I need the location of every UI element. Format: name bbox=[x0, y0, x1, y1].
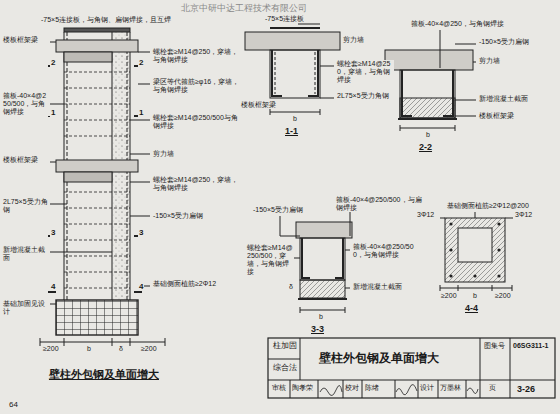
rebar-note: 3Φ12 bbox=[416, 211, 435, 219]
rebar-note: 基础侧面植筋≥2Φ12@200 bbox=[446, 202, 530, 210]
note: 螺栓套≥M14@250/500与角钢焊接 bbox=[152, 114, 242, 130]
dimension: δ bbox=[288, 283, 294, 291]
stirrup-plate bbox=[64, 240, 130, 241]
watermark: 北京中研中达工程技术有限公司 bbox=[180, 3, 308, 13]
title-cell: 页 bbox=[488, 384, 497, 392]
stirrup-plate bbox=[64, 208, 130, 209]
note: 剪力墙 bbox=[478, 57, 501, 65]
dimension: ≥200 bbox=[140, 345, 158, 353]
note: 楼板框架梁 bbox=[478, 112, 515, 120]
note: 新增混凝土截面 bbox=[478, 95, 529, 103]
note: 螺栓套≥M14@250/500，穿墙，与角钢焊接 bbox=[246, 244, 294, 276]
dimension: ≥200 bbox=[440, 292, 458, 300]
title-cell: 审核 bbox=[271, 384, 287, 392]
rebar-note: 3Φ12 bbox=[514, 211, 533, 219]
note: 楼板框架梁 bbox=[240, 101, 277, 109]
note: -75×5连接板 bbox=[264, 15, 305, 23]
note: 梁区等代箍筋≥φ16，穿墙，与角钢焊接 bbox=[152, 78, 242, 94]
note: 螺栓套≥M14@250，穿墙，与角钢焊接 bbox=[152, 176, 242, 192]
note: 箍板-40×4@250/500，与扁钢焊接 bbox=[335, 196, 427, 212]
dimension: b bbox=[425, 131, 431, 139]
section-mark: 3 bbox=[50, 228, 56, 237]
stirrup-plate bbox=[64, 120, 130, 121]
stirrup-plate bbox=[64, 256, 130, 257]
title-cell: 图集号 bbox=[483, 342, 506, 350]
title-cell: 柱加固 bbox=[272, 341, 298, 350]
note: 基础侧面植筋≥2Φ12 bbox=[152, 280, 242, 288]
note: 螺栓套≥M14@250，穿墙，与角钢焊接 bbox=[336, 60, 394, 84]
note: 箍板-40×4@250/500，与角钢焊接 bbox=[2, 92, 50, 116]
drawing-title: 壁柱外包钢及单面增大 bbox=[318, 352, 440, 366]
stirrup-plate bbox=[64, 88, 130, 89]
note: 新增混凝土截面 bbox=[2, 246, 50, 262]
note: 箍板-40×4@250，与角钢焊接 bbox=[410, 20, 542, 28]
section-title: 1-1 bbox=[284, 126, 299, 136]
signature-name: 陶孝荣 bbox=[291, 384, 314, 392]
section-mark: 3 bbox=[138, 228, 144, 237]
dimension: δ bbox=[118, 345, 124, 353]
drawing-caption: 壁柱外包钢及单面增大 bbox=[48, 368, 160, 381]
stirrup-plate bbox=[64, 192, 130, 193]
signature-name: 万墨林 bbox=[439, 384, 462, 392]
note: 新增混凝土截面 bbox=[352, 283, 418, 291]
stirrup-plate bbox=[64, 72, 130, 73]
page-number: 64 bbox=[8, 400, 19, 409]
atlas-number: 06SG311-1 bbox=[512, 342, 549, 350]
stirrup-plate bbox=[64, 224, 130, 225]
section-title: 2-2 bbox=[418, 142, 433, 152]
section-mark: 2 bbox=[138, 58, 144, 67]
page-ref: 3-26 bbox=[516, 384, 536, 394]
dimension: b bbox=[318, 313, 324, 321]
note: 螺栓套≥M14@250，穿墙，与角钢焊接 bbox=[152, 48, 242, 64]
section-mark: 4 bbox=[50, 282, 56, 291]
dimension: ≥200 bbox=[42, 345, 60, 353]
note: 楼板框架梁 bbox=[2, 156, 50, 164]
title-cell: 校对 bbox=[344, 384, 360, 392]
note: -150×5受力扁钢 bbox=[152, 212, 242, 220]
stirrup-plate bbox=[64, 104, 130, 105]
note: 剪力墙 bbox=[342, 36, 365, 44]
section-mark: 2 bbox=[50, 58, 56, 67]
section-title: 3-3 bbox=[310, 324, 325, 334]
title-cell: 设计 bbox=[419, 384, 435, 392]
note: -150×5受力扁钢 bbox=[478, 38, 530, 46]
note: 2L75×5受力角钢 bbox=[2, 198, 50, 214]
stirrup-plate bbox=[64, 272, 130, 273]
note: 剪力墙 bbox=[152, 150, 242, 158]
note: 2L75×5受力角钢 bbox=[336, 92, 394, 100]
signature-name: 陈绪 bbox=[364, 384, 380, 392]
note: 箍板-40×4@250/500，与角钢焊接 bbox=[352, 243, 418, 259]
dimension: b bbox=[86, 345, 92, 353]
stirrup-plate bbox=[64, 288, 130, 289]
note: 基础加固见设计 bbox=[2, 300, 50, 316]
section-mark: 1 bbox=[50, 108, 56, 117]
note: -75×5连接板，与角钢、扁钢焊接，且互焊 bbox=[40, 16, 172, 24]
note: -150×5受力扁钢 bbox=[252, 206, 304, 214]
title-cell: 综合法 bbox=[272, 363, 298, 372]
section-mark: 1 bbox=[138, 108, 144, 117]
note: 楼板框架梁 bbox=[2, 36, 50, 44]
dimension: ≥200 bbox=[494, 292, 512, 300]
stirrup-plate bbox=[64, 136, 130, 137]
section-title: 4-4 bbox=[464, 303, 479, 313]
dimension: b bbox=[472, 292, 478, 300]
section-mark: 4 bbox=[138, 282, 144, 291]
dimension: b bbox=[292, 115, 298, 123]
